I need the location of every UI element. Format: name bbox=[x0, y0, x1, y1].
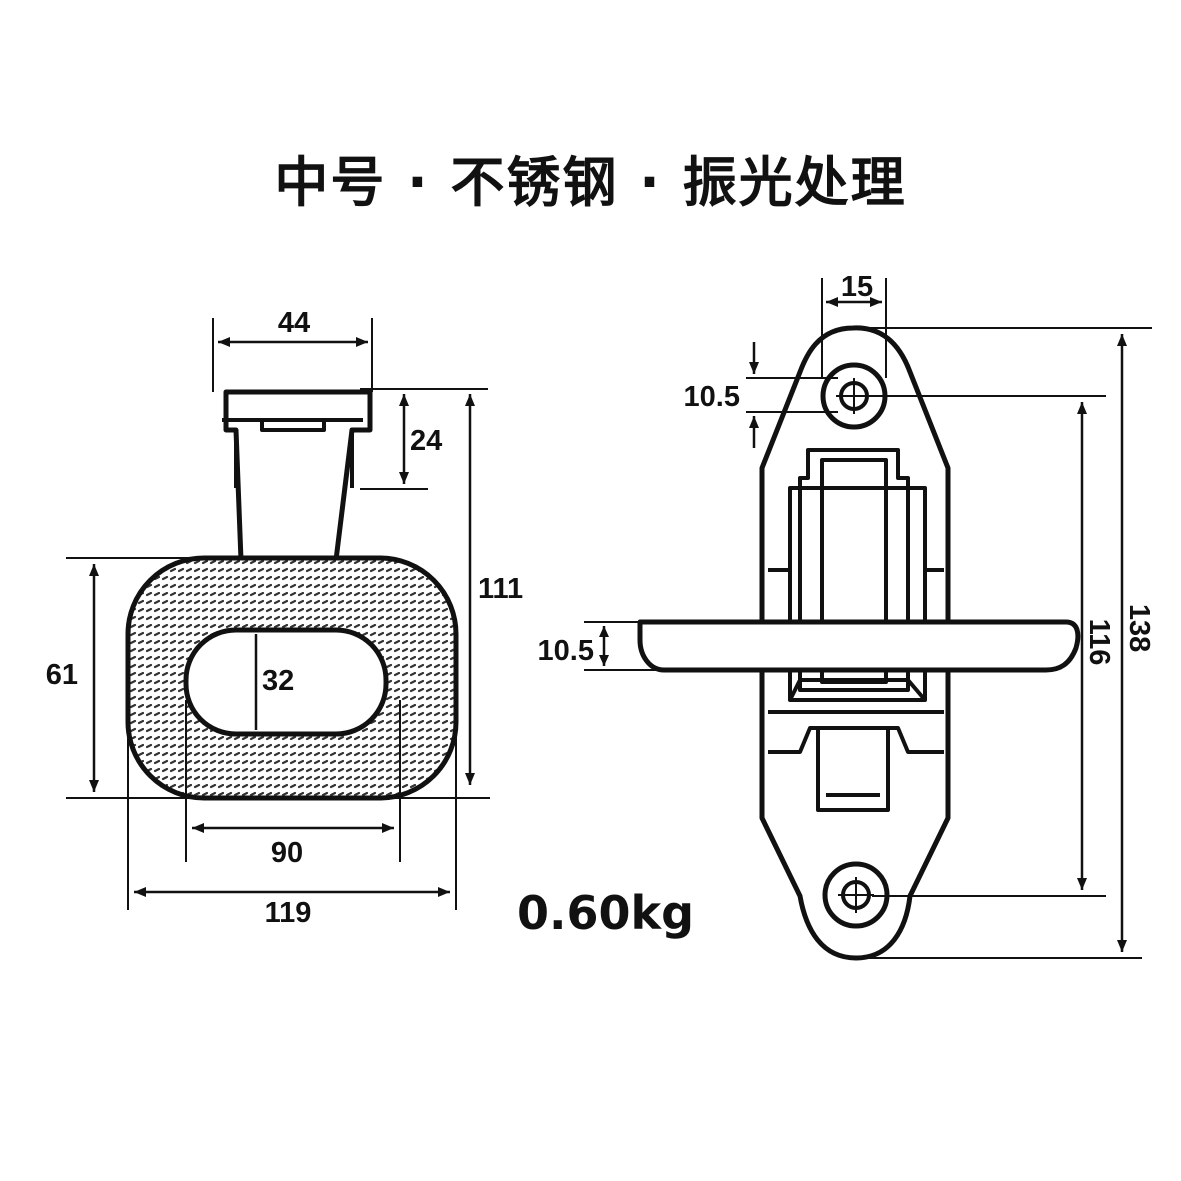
diagram-title: 中号 · 不锈钢 · 振光处理 bbox=[274, 151, 907, 214]
dim-side-hole-spacing: 116 bbox=[1083, 619, 1115, 666]
dim-front-top-width: 44 bbox=[278, 307, 310, 339]
side-view: 15 10.5 10.5 116 138 bbox=[538, 271, 1155, 961]
dim-front-total-height: 111 bbox=[478, 573, 523, 605]
dim-side-total-length: 138 bbox=[1123, 604, 1155, 652]
dim-front-hole-height: 32 bbox=[262, 665, 294, 697]
dim-front-outer-width: 119 bbox=[265, 897, 312, 929]
front-view: 44 24 111 61 32 90 119 bbox=[46, 307, 523, 929]
weight-label: 0.60kg bbox=[517, 886, 695, 940]
side-handle-bar bbox=[637, 619, 1081, 673]
front-stem bbox=[223, 389, 373, 563]
dim-front-ring-height: 61 bbox=[46, 659, 78, 691]
dim-side-hole-diameter: 15 bbox=[841, 271, 873, 303]
front-hole bbox=[183, 627, 389, 737]
dim-side-hole-offset: 10.5 bbox=[684, 381, 740, 413]
side-bottom-hole bbox=[822, 861, 890, 929]
dim-front-inner-width: 90 bbox=[271, 837, 303, 869]
dim-side-bar-thickness: 10.5 bbox=[538, 635, 594, 667]
dim-front-clip-height: 24 bbox=[410, 425, 442, 457]
